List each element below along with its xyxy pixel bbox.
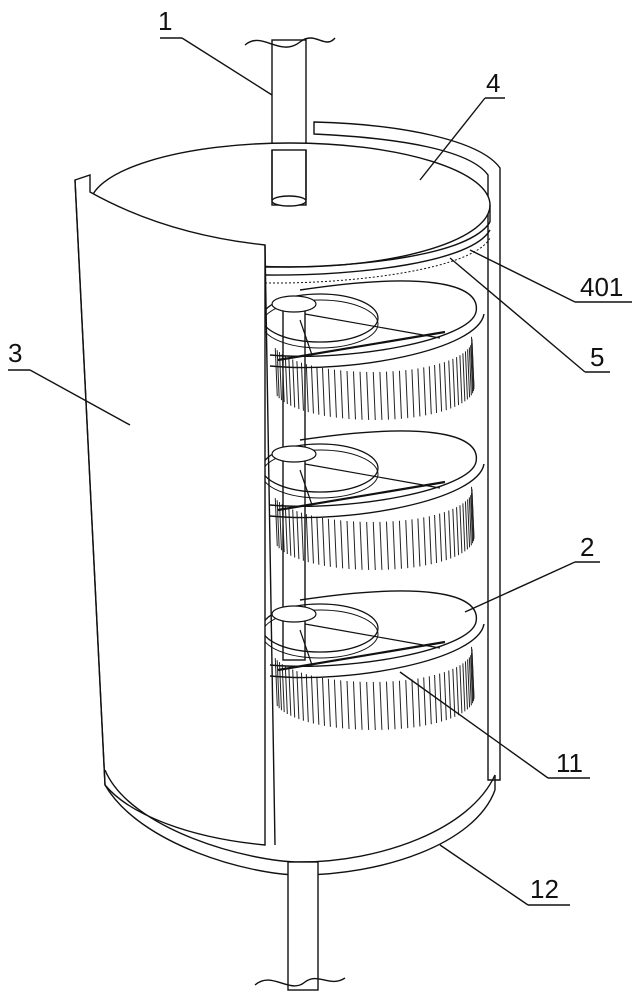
label-12: 12 [530, 874, 559, 904]
front-housing [74, 174, 276, 846]
label-11: 11 [556, 748, 583, 778]
label-2: 2 [580, 532, 594, 562]
brush-tier [261, 590, 485, 731]
spiral-brush-tiers [261, 280, 485, 731]
label-4: 4 [486, 68, 500, 98]
label-1: 1 [158, 6, 172, 36]
label-5: 5 [590, 342, 604, 372]
bottom-shaft [254, 861, 346, 991]
leader-lines [8, 37, 632, 906]
label-401: 401 [580, 272, 623, 302]
brush-tier [261, 280, 485, 421]
rear-housing [313, 121, 501, 781]
label-3: 3 [8, 338, 22, 368]
brush-tier [261, 430, 485, 571]
